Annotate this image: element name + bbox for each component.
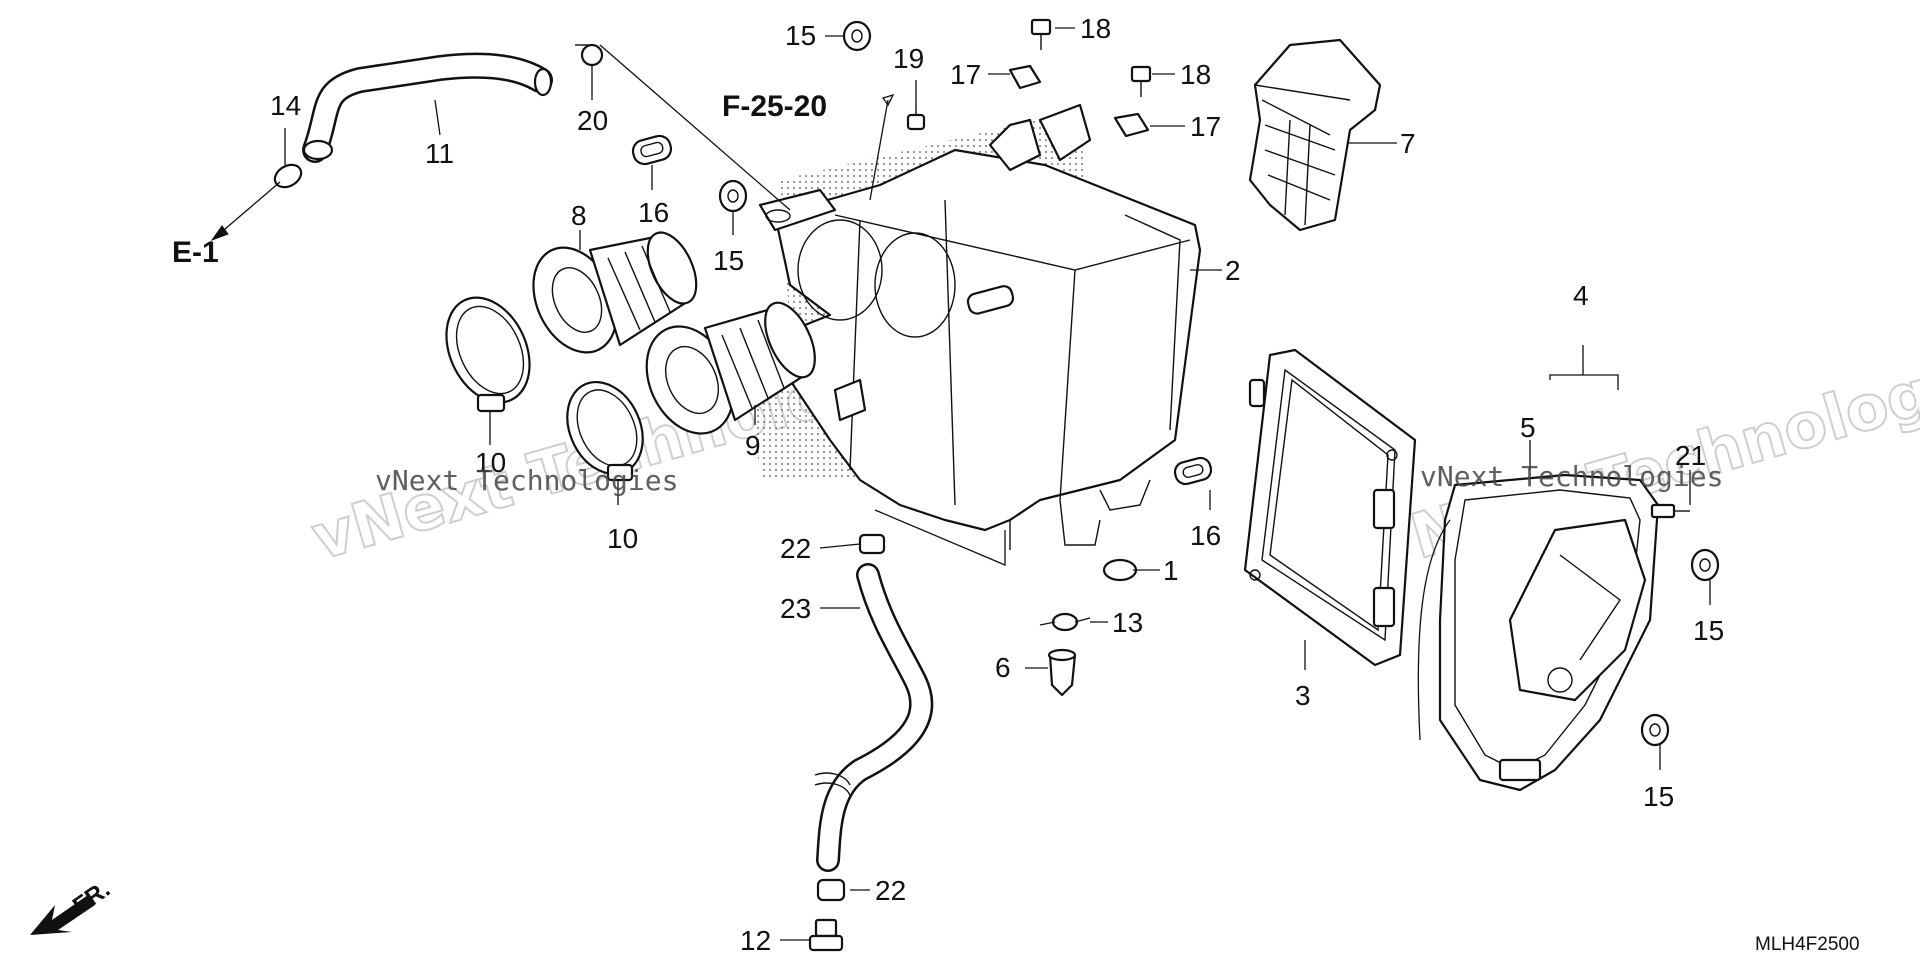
grommet-16-upper bbox=[631, 134, 673, 166]
callout-15-right-upper: 15 bbox=[1693, 615, 1724, 646]
clip-13 bbox=[1039, 612, 1091, 632]
callout-18-upper: 18 bbox=[1080, 13, 1111, 44]
callout-5: 5 bbox=[1520, 412, 1536, 443]
callout-10-upper: 10 bbox=[475, 447, 506, 478]
callout-14: 14 bbox=[270, 90, 301, 121]
watermark-mono-left: vNext Technologies bbox=[375, 464, 678, 497]
callout-15-left: 15 bbox=[713, 245, 744, 276]
screw-19 bbox=[906, 104, 926, 131]
grommet-15-top bbox=[842, 20, 872, 52]
air-cleaner-cover bbox=[1417, 473, 1660, 792]
callout-18-lower: 18 bbox=[1180, 59, 1211, 90]
callout-21: 21 bbox=[1675, 440, 1706, 471]
hose-clamp-22-lower bbox=[816, 878, 846, 902]
diagram-code: MLH4F2500 bbox=[1755, 934, 1860, 955]
callout-11: 11 bbox=[425, 138, 454, 169]
screw-21 bbox=[1650, 503, 1690, 519]
front-arrow-icon: FR. bbox=[30, 876, 115, 935]
intake-funnel-9 bbox=[645, 301, 816, 435]
air-filter-element bbox=[1243, 348, 1417, 667]
callout-3: 3 bbox=[1295, 680, 1311, 711]
bolt-18-upper bbox=[1030, 18, 1052, 50]
callout-23: 23 bbox=[780, 593, 811, 624]
callout-20: 20 bbox=[577, 105, 608, 136]
callout-19: 19 bbox=[893, 43, 924, 74]
callout-22-upper: 22 bbox=[780, 533, 811, 564]
band-clamp-lower bbox=[566, 380, 644, 482]
callout-22-lower: 22 bbox=[875, 875, 906, 906]
reference-e-1: E-1 bbox=[172, 236, 219, 269]
callout-8: 8 bbox=[571, 200, 587, 231]
callout-15-top: 15 bbox=[785, 20, 816, 51]
callout-9: 9 bbox=[745, 430, 761, 461]
grommet-15-right-lower bbox=[1640, 713, 1670, 747]
drain-plug-12 bbox=[808, 918, 844, 952]
grommet-1 bbox=[1102, 558, 1138, 582]
grommet-15-right-upper bbox=[1690, 548, 1720, 582]
hose-clamp-22-upper bbox=[858, 533, 886, 555]
watermark-mono-right: vNext Technologies bbox=[1420, 460, 1723, 493]
reference-f-25-20: F-25-20 bbox=[722, 90, 827, 123]
leader-lines bbox=[210, 27, 1711, 941]
intake-funnel-8 bbox=[532, 231, 698, 354]
callout-4: 4 bbox=[1573, 280, 1589, 311]
breather-hose bbox=[302, 52, 553, 163]
callout-labels: 1 2 3 4 5 6 7 8 9 10 10 11 12 13 14 15 1… bbox=[270, 13, 1724, 956]
callout-12: 12 bbox=[740, 925, 771, 956]
callout-13: 13 bbox=[1112, 607, 1143, 638]
callout-15-right-lower: 15 bbox=[1643, 781, 1674, 812]
callout-1: 1 bbox=[1163, 555, 1179, 586]
grommet-15-left bbox=[718, 179, 748, 213]
callout-7: 7 bbox=[1400, 128, 1416, 159]
grommet-16-lower bbox=[1173, 456, 1213, 486]
callout-2: 2 bbox=[1225, 255, 1241, 286]
band-clamp-upper bbox=[445, 296, 531, 413]
callout-17-lower: 17 bbox=[1190, 111, 1221, 142]
callout-17-upper: 17 bbox=[950, 59, 981, 90]
clip-17-upper bbox=[1008, 64, 1042, 90]
drain-tube bbox=[814, 563, 934, 872]
intake-duct bbox=[1248, 38, 1382, 232]
hose-clip-14 bbox=[273, 163, 303, 189]
air-cleaner-housing bbox=[758, 103, 1202, 550]
clip-17-lower bbox=[1113, 112, 1150, 138]
bolt-18-lower bbox=[1130, 65, 1152, 97]
callout-6: 6 bbox=[995, 652, 1011, 683]
callout-16-lower: 16 bbox=[1190, 520, 1221, 551]
drain-cap-6 bbox=[1047, 648, 1077, 697]
callout-10-lower: 10 bbox=[607, 523, 638, 554]
callout-16-upper: 16 bbox=[638, 197, 669, 228]
hose-clip-20 bbox=[575, 43, 604, 67]
